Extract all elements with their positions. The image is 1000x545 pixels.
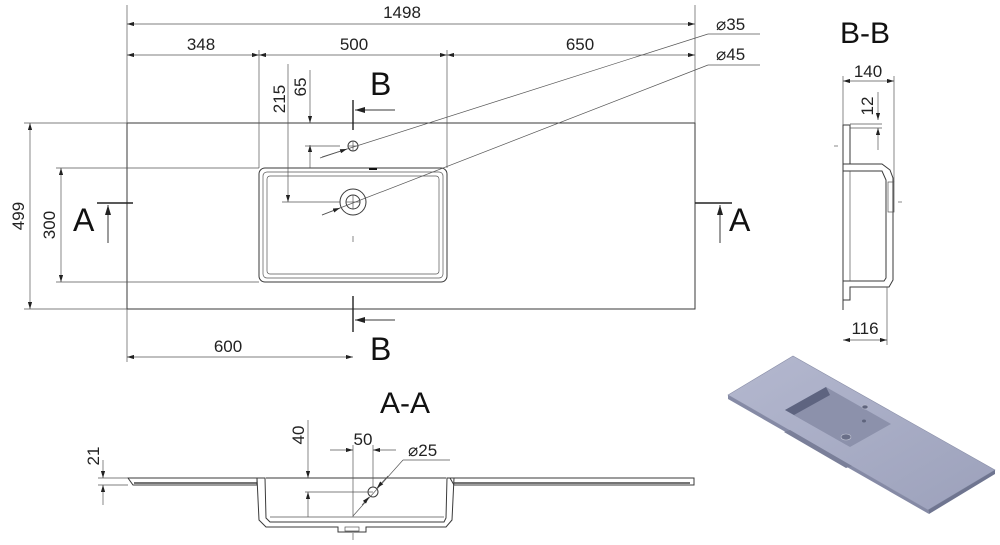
dimension-499-300: 499 300	[9, 122, 259, 310]
dim-drain-diameter: 45	[726, 45, 745, 64]
basin-outline	[258, 167, 448, 283]
svg-text:⌀35: ⌀35	[716, 15, 745, 34]
dimension-215-65: 215 65	[270, 64, 340, 203]
drain-hole	[339, 188, 367, 216]
top-view: 1498 348 500 650 215 65	[9, 3, 760, 367]
dim-overflow-depth: 40	[289, 426, 308, 445]
section-mark-b-bottom: B	[352, 296, 395, 367]
leader-diameter-35: ⌀35	[319, 15, 760, 159]
dimension-12: 12	[850, 92, 882, 150]
dimension-21: 21	[84, 447, 128, 505]
dim-overall-depth: 499	[9, 202, 28, 230]
diameter-symbol: ⌀	[716, 45, 726, 64]
section-mark-a-left: A	[73, 202, 133, 243]
dim-section-b-position: 600	[214, 337, 242, 356]
diameter-symbol: ⌀	[716, 15, 726, 34]
diameter-symbol: ⌀	[408, 441, 418, 460]
dim-tap-hole-diameter: 35	[726, 15, 745, 34]
dimension-140: 140	[842, 62, 895, 182]
countertop-outline	[126, 122, 696, 310]
dimension-40: 40	[289, 420, 373, 517]
dimension-50: 50	[330, 430, 396, 517]
dimension-116: 116	[843, 287, 888, 345]
section-b-b: B-B 140 12 116	[834, 17, 902, 345]
isometric-render	[727, 355, 996, 514]
svg-text:A: A	[729, 202, 751, 238]
leader-diameter-45: ⌀45	[321, 45, 760, 216]
dim-slab-thickness: 21	[84, 447, 103, 466]
dim-right-offset: 650	[566, 35, 594, 54]
svg-text:B: B	[370, 331, 391, 367]
dim-overflow-diameter: 25	[418, 441, 437, 460]
dimension-1498: 1498	[126, 3, 696, 123]
section-mark-a-right: A	[695, 202, 751, 243]
section-a-a-title: A-A	[380, 387, 430, 420]
dim-basin-depth-bb: 116	[851, 319, 878, 338]
section-a-a: A-A 21 40	[84, 387, 695, 540]
dim-overflow-offset: 50	[354, 430, 373, 449]
dimension-600: 600	[126, 309, 353, 362]
svg-text:B: B	[370, 66, 391, 102]
dim-tap-from-back: 65	[291, 78, 310, 97]
dim-overall-length: 1498	[383, 3, 421, 22]
section-mark-b-top: B	[352, 66, 395, 130]
dim-left-offset: 348	[187, 35, 215, 54]
leader-diameter-25: ⌀25	[352, 441, 450, 517]
dim-total-depth: 140	[854, 62, 882, 81]
svg-text:⌀25: ⌀25	[408, 441, 437, 460]
dim-drain-from-back: 215	[270, 85, 289, 113]
svg-text:A: A	[73, 202, 95, 238]
section-b-b-title: B-B	[840, 17, 890, 50]
dim-basin-depth: 300	[40, 211, 59, 239]
svg-text:⌀45: ⌀45	[716, 45, 745, 64]
dim-lip: 12	[858, 97, 877, 116]
dimension-row-2: 348 500 650	[127, 35, 695, 168]
dim-basin-width: 500	[340, 35, 368, 54]
